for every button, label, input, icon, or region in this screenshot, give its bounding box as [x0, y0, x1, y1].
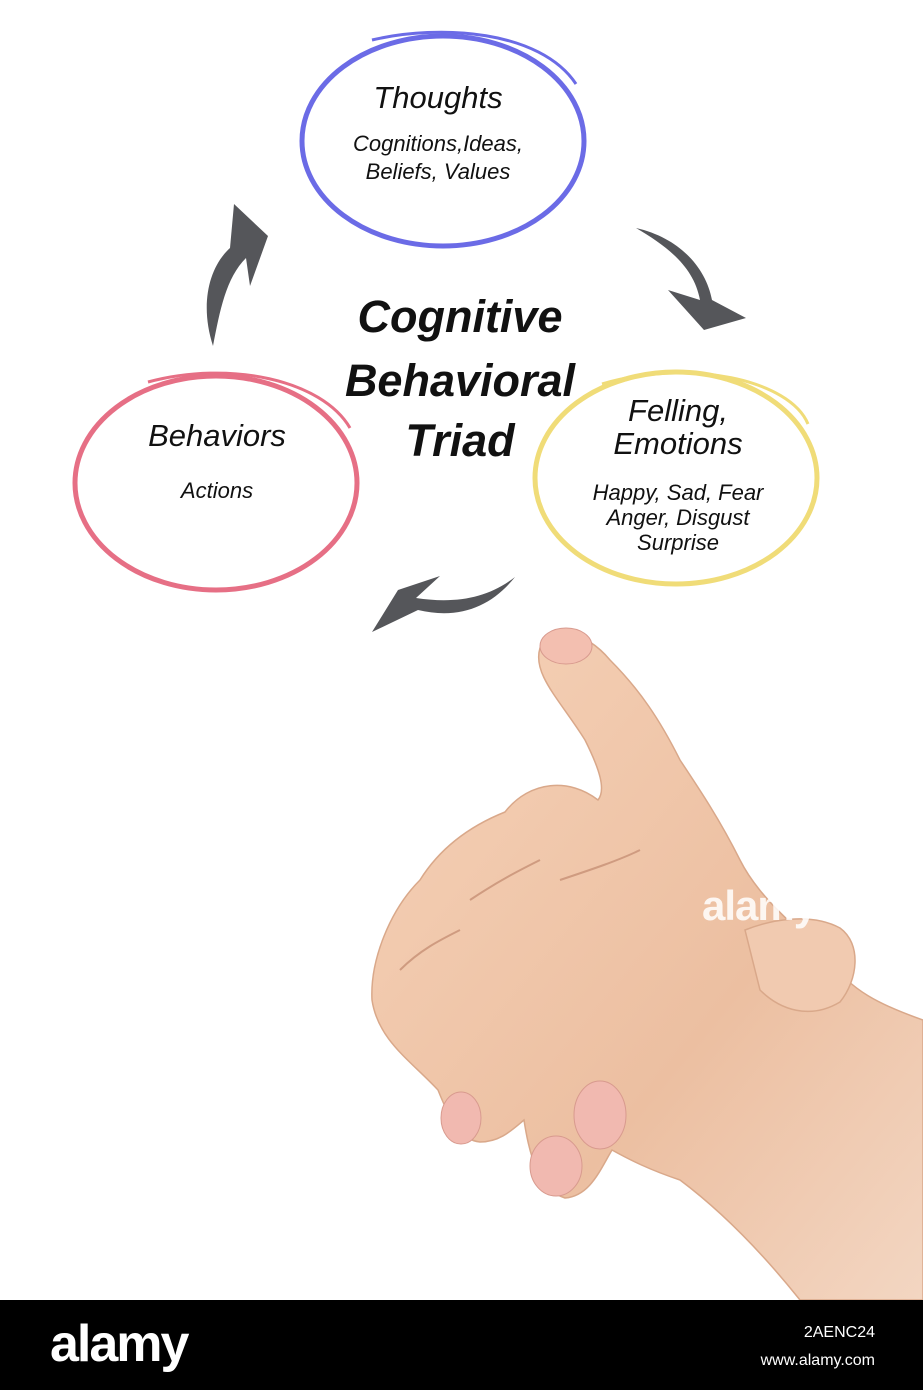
- arrow-behaviors-to-thoughts: [206, 204, 268, 346]
- diagram-canvas: Thoughts Cognitions,Ideas, Beliefs, Valu…: [72, 30, 923, 1300]
- diagram-svg: [72, 30, 923, 1300]
- thoughts-detail-line-1: Cognitions,Ideas,: [353, 131, 523, 156]
- arrow-feelings-to-behaviors: [372, 576, 515, 632]
- feelings-circle: [532, 369, 820, 587]
- feelings-title-line-2: Emotions: [613, 426, 743, 461]
- thoughts-title: Thoughts: [373, 80, 503, 115]
- thoughts-detail-line-2: Beliefs, Values: [365, 159, 511, 184]
- footer-image-id: 2AENC24: [803, 1324, 875, 1341]
- feelings-detail-line-2: Anger, Disgust: [606, 505, 750, 530]
- watermark-text: alamy: [702, 882, 817, 929]
- pointing-hand-image: [371, 627, 923, 1300]
- thoughts-circle: [299, 30, 587, 249]
- behaviors-circle: [72, 371, 360, 593]
- footer-site-url: www.alamy.com: [760, 1352, 875, 1369]
- center-title-line-3: Triad: [405, 415, 515, 466]
- feelings-title-line-1: Felling,: [628, 393, 728, 428]
- behaviors-detail-line-1: Actions: [180, 478, 254, 503]
- behaviors-title: Behaviors: [148, 418, 286, 453]
- feelings-detail-line-1: Happy, Sad, Fear: [592, 480, 764, 505]
- feelings-detail-line-3: Surprise: [637, 530, 719, 555]
- center-title-line-2: Behavioral: [344, 355, 576, 406]
- footer-bar: alamy 2AENC24 www.alamy.com: [0, 1300, 923, 1390]
- arrow-thoughts-to-feelings: [636, 228, 746, 330]
- center-title-line-1: Cognitive: [357, 291, 563, 342]
- footer-logo: alamy: [50, 1315, 189, 1373]
